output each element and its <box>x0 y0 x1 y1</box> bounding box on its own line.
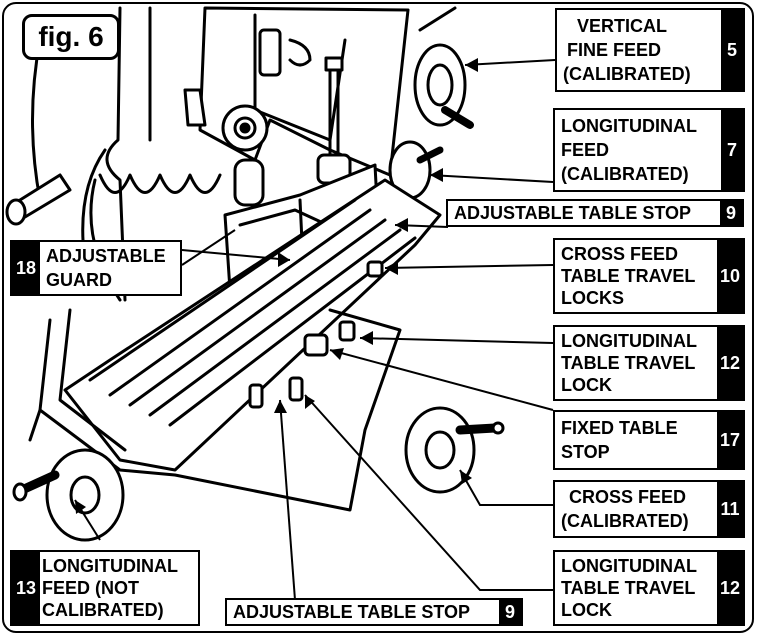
callout-line: (CALIBRATED) <box>563 64 691 84</box>
callout-line: VERTICAL <box>577 16 667 36</box>
callout-line: FIXED TABLE <box>561 418 678 438</box>
callout-fixed-table-stop: FIXED TABLE STOP 17 <box>553 410 745 470</box>
callout-line: FEED <box>561 140 610 160</box>
callout-vertical-fine-feed: VERTICAL FINE FEED (CALIBRATED) 5 <box>555 8 745 92</box>
callout-line: LOCKS <box>561 288 624 308</box>
callout-line: ADJUSTABLE <box>46 246 166 266</box>
callout-number: 10 <box>717 240 743 312</box>
callout-line: GUARD <box>46 270 112 290</box>
callout-longitudinal-feed-calibrated: LONGITUDINAL FEED (CALIBRATED) 7 <box>553 108 745 192</box>
callout-number: 5 <box>721 10 743 90</box>
callout-adjustable-table-stop-bottom: ADJUSTABLE TABLE STOP 9 <box>225 598 523 626</box>
callout-line: CALIBRATED) <box>42 600 164 620</box>
callout-line: LONGITUDINAL <box>42 556 178 576</box>
callout-line: (CALIBRATED) <box>561 164 689 184</box>
callout-number: 12 <box>717 327 743 399</box>
callout-adjustable-table-stop-top: ADJUSTABLE TABLE STOP 9 <box>446 199 744 227</box>
callout-number: 13 <box>12 552 40 624</box>
leader-vertical-fine-feed <box>464 59 556 66</box>
callout-line: FINE FEED <box>567 40 662 60</box>
callout-number: 12 <box>717 552 743 624</box>
callout-line: LOCK <box>561 375 612 395</box>
callout-number: 9 <box>720 201 742 225</box>
callout-line: ADJUSTABLE TABLE STOP <box>233 602 471 622</box>
callout-longitudinal-lock-upper: LONGITUDINAL TABLE TRAVEL LOCK 12 <box>553 325 745 401</box>
callout-line: LONGITUDINAL <box>561 331 697 351</box>
callout-line: STOP <box>561 442 610 462</box>
callout-number: 9 <box>499 600 521 624</box>
callout-cross-feed-calibrated: CROSS FEED (CALIBRATED) 11 <box>553 480 745 538</box>
figure-label: fig. 6 <box>22 14 120 60</box>
callout-line: LONGITUDINAL <box>561 116 697 136</box>
callout-line: TABLE TRAVEL <box>561 266 696 286</box>
callout-number: 17 <box>717 412 743 468</box>
callout-line: TABLE TRAVEL <box>561 578 696 598</box>
callout-line: FEED (NOT <box>42 578 139 598</box>
callout-longitudinal-lock-lower: LONGITUDINAL TABLE TRAVEL LOCK 12 <box>553 550 745 626</box>
callout-line: LOCK <box>561 600 612 620</box>
callout-number: 11 <box>717 482 743 536</box>
callout-adjustable-guard: ADJUSTABLE GUARD 18 <box>10 240 182 296</box>
callout-line: LONGITUDINAL <box>561 556 697 576</box>
callout-longitudinal-feed-not-calibrated: LONGITUDINAL FEED (NOT CALIBRATED) 13 <box>10 550 200 626</box>
callout-line: TABLE TRAVEL <box>561 353 696 373</box>
callout-line: (CALIBRATED) <box>561 511 689 531</box>
callout-number: 7 <box>721 110 743 190</box>
callout-line: CROSS FEED <box>569 487 687 507</box>
callout-number: 18 <box>12 242 40 294</box>
callout-line: CROSS FEED <box>561 244 679 264</box>
callout-line: ADJUSTABLE TABLE STOP <box>454 203 692 223</box>
callout-cross-feed-locks: CROSS FEED TABLE TRAVEL LOCKS 10 <box>553 238 745 314</box>
